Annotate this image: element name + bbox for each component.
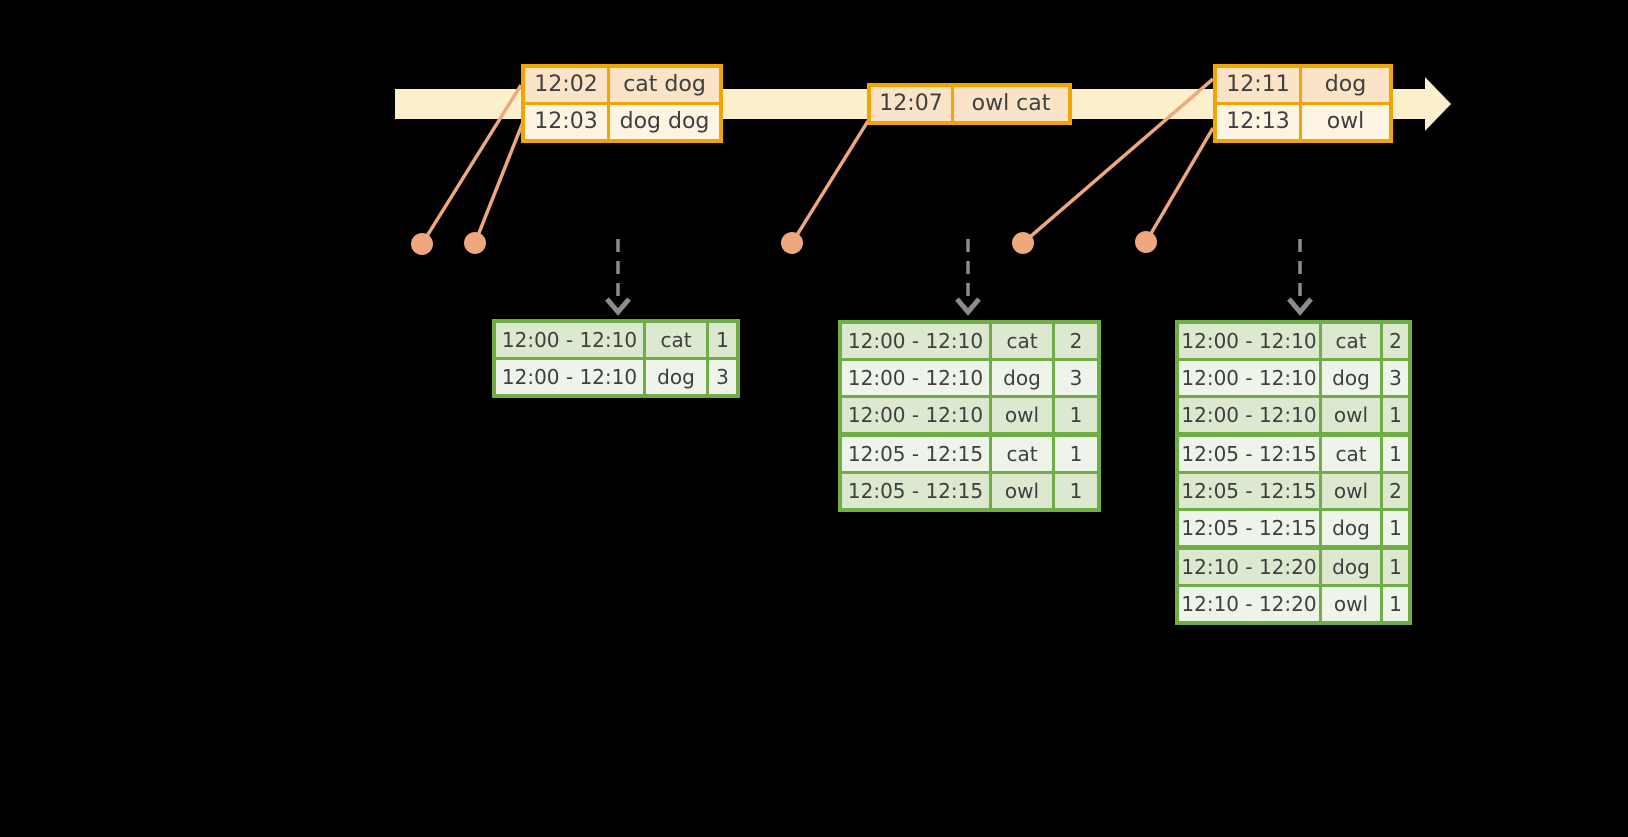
result-count-cell: 3	[1383, 361, 1408, 395]
result-count-cell: 1	[1055, 437, 1097, 471]
event-dot	[1135, 231, 1157, 253]
result-word-cell: dog	[1322, 511, 1380, 545]
event-words-cell: dog	[1302, 68, 1389, 102]
result-count-cell: 1	[1383, 398, 1408, 432]
event-time-cell: 12:02	[525, 68, 607, 102]
result-word-cell: cat	[1322, 437, 1380, 471]
result-word-cell: cat	[992, 437, 1052, 471]
result-window-cell: 12:10 - 12:20	[1179, 587, 1319, 621]
event-dot	[1012, 232, 1034, 254]
result-window-cell: 12:05 - 12:15	[1179, 474, 1319, 508]
result-count-cell: 2	[1383, 324, 1408, 358]
result-window-cell: 12:00 - 12:10	[1179, 324, 1319, 358]
result-window-cell: 12:00 - 12:10	[842, 361, 989, 395]
result-count-cell: 1	[709, 323, 736, 357]
result-window-cell: 12:00 - 12:10	[496, 360, 643, 394]
trigger-arrow-icon	[1287, 239, 1313, 316]
event-words-cell: dog dog	[610, 105, 719, 139]
trigger-arrow-icon	[955, 239, 981, 316]
event-time-cell: 12:07	[871, 87, 951, 121]
result-word-cell: cat	[646, 323, 706, 357]
event-connector-line	[1144, 127, 1215, 243]
result-word-cell: owl	[992, 398, 1052, 432]
result-window-cell: 12:10 - 12:20	[1179, 550, 1319, 584]
event-words-cell: owl cat	[954, 87, 1068, 121]
result-word-cell: owl	[1322, 587, 1380, 621]
result-window-cell: 12:00 - 12:10	[1179, 398, 1319, 432]
result-count-cell: 2	[1055, 324, 1097, 358]
result-count-cell: 1	[1383, 437, 1408, 471]
result-count-cell: 1	[1383, 550, 1408, 584]
result-word-cell: dog	[1322, 361, 1380, 395]
event-connector-line	[790, 120, 870, 244]
result-word-cell: owl	[992, 474, 1052, 508]
result-window-cell: 12:00 - 12:10	[842, 398, 989, 432]
result-word-cell: cat	[1322, 324, 1380, 358]
result-window-cell: 12:00 - 12:10	[842, 324, 989, 358]
event-time-cell: 12:13	[1217, 105, 1299, 139]
result-count-cell: 1	[1055, 398, 1097, 432]
result-count-cell: 1	[1383, 587, 1408, 621]
result-word-cell: dog	[646, 360, 706, 394]
event-time-cell: 12:11	[1217, 68, 1299, 102]
result-window-cell: 12:00 - 12:10	[1179, 361, 1319, 395]
event-words-cell: owl	[1302, 105, 1389, 139]
result-count-cell: 3	[709, 360, 736, 394]
event-connector-line	[473, 121, 525, 244]
result-count-cell: 1	[1383, 511, 1408, 545]
event-dot	[411, 233, 433, 255]
trigger-arrow-icon	[605, 239, 631, 316]
result-count-cell: 2	[1383, 474, 1408, 508]
event-words-cell: cat dog	[610, 68, 719, 102]
result-window-cell: 12:05 - 12:15	[1179, 437, 1319, 471]
result-window-cell: 12:05 - 12:15	[842, 474, 989, 508]
timeline-arrowhead-icon	[1425, 77, 1451, 131]
result-count-cell: 3	[1055, 361, 1097, 395]
result-count-cell: 1	[1055, 474, 1097, 508]
result-window-cell: 12:05 - 12:15	[842, 437, 989, 471]
result-word-cell: dog	[992, 361, 1052, 395]
event-dot	[781, 232, 803, 254]
result-word-cell: cat	[992, 324, 1052, 358]
result-word-cell: dog	[1322, 550, 1380, 584]
result-window-cell: 12:00 - 12:10	[496, 323, 643, 357]
result-window-cell: 12:05 - 12:15	[1179, 511, 1319, 545]
result-word-cell: owl	[1322, 474, 1380, 508]
event-time-cell: 12:03	[525, 105, 607, 139]
event-dot	[464, 232, 486, 254]
result-word-cell: owl	[1322, 398, 1380, 432]
